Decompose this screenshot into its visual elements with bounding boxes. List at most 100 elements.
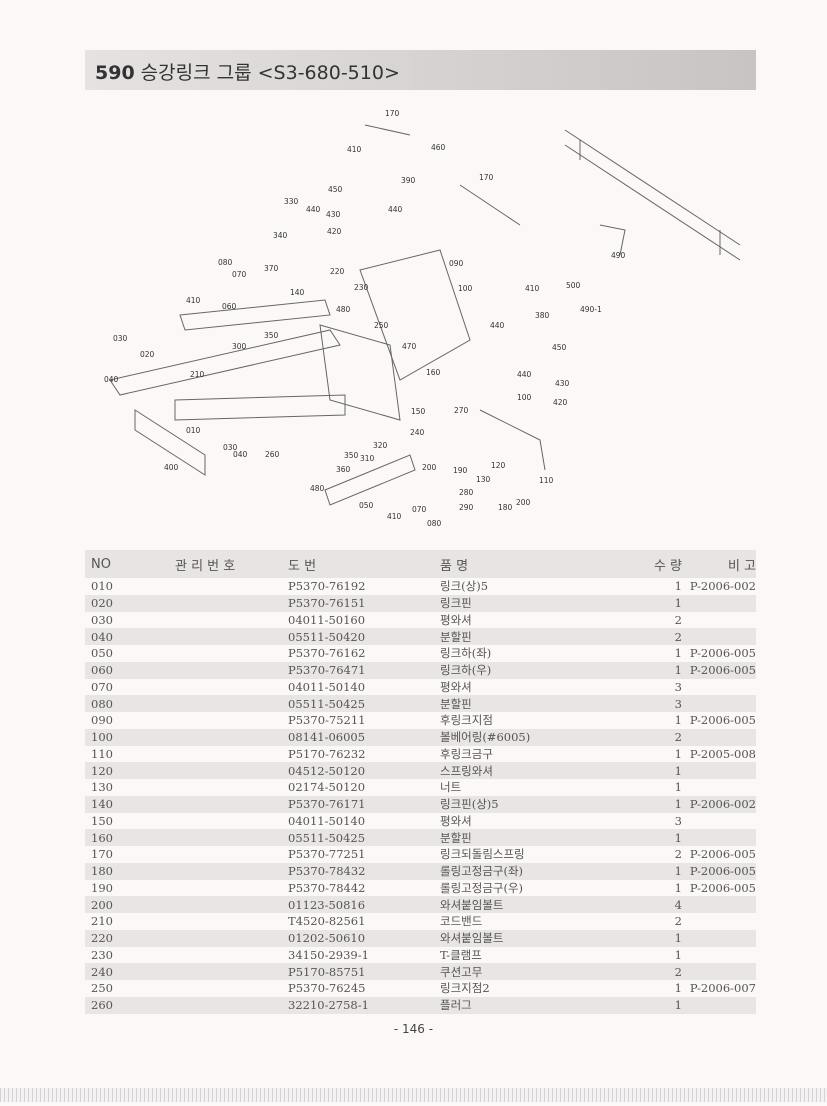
callout-label: 420 [327, 227, 342, 236]
cell-quantity: 3 [674, 813, 682, 828]
callout-label: 320 [373, 441, 388, 450]
callout-label: 050 [359, 501, 374, 510]
cell-drawing-no: 04011-50160 [288, 612, 366, 627]
callout-label: 130 [476, 475, 491, 484]
cell-quantity: 1 [674, 864, 682, 879]
callout-label: 150 [411, 407, 426, 416]
cell-no: 200 [91, 897, 113, 912]
cell-drawing-no: P5370-75211 [288, 713, 366, 728]
cell-part-name: 후링크지점 [440, 713, 493, 728]
callout-label: 490-1 [580, 305, 602, 314]
cell-part-name: 평와셔 [440, 612, 472, 627]
cell-drawing-no: P5370-78442 [288, 880, 366, 895]
cell-quantity: 1 [674, 746, 682, 761]
callout-label: 080 [218, 258, 233, 267]
cell-part-name: 링크지점2 [440, 981, 490, 996]
cell-quantity: 2 [674, 629, 682, 644]
cell-no: 150 [91, 813, 113, 828]
cell-drawing-no: P5370-77251 [288, 847, 366, 862]
callout-label: 210 [190, 370, 205, 379]
callout-label: 280 [459, 488, 474, 497]
cell-drawing-no: 04011-50140 [288, 679, 366, 694]
cell-quantity: 1 [674, 663, 682, 678]
cell-remarks: P-2006-005 [689, 880, 756, 895]
callout-label: 450 [552, 343, 567, 352]
cell-drawing-no: P5170-85751 [288, 964, 366, 979]
callout-label: 200 [516, 498, 531, 507]
cell-quantity: 1 [674, 763, 682, 778]
cell-no: 100 [91, 730, 113, 745]
callout-label: 030 [113, 334, 128, 343]
cell-drawing-no: P5370-76245 [288, 981, 366, 996]
callout-label: 450 [328, 185, 343, 194]
cell-no: 160 [91, 830, 113, 845]
callout-label: 070 [412, 505, 427, 514]
section-number: 590 [95, 62, 135, 84]
cell-drawing-no: 32210-2758-1 [288, 998, 369, 1013]
header-management-no: 관 리 번 호 [175, 558, 236, 574]
cell-drawing-no: 05511-50420 [288, 629, 366, 644]
cell-no: 040 [91, 629, 113, 644]
header-part-name: 품 명 [440, 558, 469, 574]
cell-quantity: 1 [674, 646, 682, 661]
cell-drawing-no: 04512-50120 [288, 763, 366, 778]
cell-no: 260 [91, 998, 113, 1013]
cell-part-name: 평와셔 [440, 813, 472, 828]
cell-quantity: 1 [674, 596, 682, 611]
cell-remarks: P-2006-005 [689, 847, 756, 862]
cell-no: 250 [91, 981, 113, 996]
callout-label: 440 [388, 205, 403, 214]
cell-part-name: T-클램프 [440, 947, 482, 962]
header-remarks: 비 고 [727, 558, 756, 574]
callout-label: 010 [186, 426, 201, 435]
cell-no: 120 [91, 763, 113, 778]
callout-label: 250 [374, 321, 389, 330]
cell-quantity: 2 [674, 847, 682, 862]
callout-label: 270 [454, 406, 469, 415]
callout-label: 480 [310, 484, 325, 493]
cell-remarks: P-2006-002 [689, 797, 756, 812]
cell-drawing-no: 34150-2939-1 [288, 947, 369, 962]
cell-quantity: 1 [674, 998, 682, 1013]
callout-label: 120 [491, 461, 506, 470]
cell-drawing-no: P5370-76192 [288, 579, 366, 594]
callout-label: 090 [449, 259, 464, 268]
cell-quantity: 1 [674, 947, 682, 962]
table-header: NO 관 리 번 호 도 번 품 명 수 량 비 고 [85, 550, 756, 578]
cell-part-name: 쿠션고무 [440, 964, 483, 979]
diagram-drawing [109, 124, 741, 506]
callout-label: 350 [264, 331, 279, 340]
callout-label: 500 [566, 281, 581, 290]
cell-quantity: 1 [674, 780, 682, 795]
callout-label: 330 [284, 197, 299, 206]
cell-drawing-no: P5370-76171 [288, 797, 366, 812]
callout-label: 440 [517, 370, 532, 379]
cell-no: 190 [91, 880, 113, 895]
cell-quantity: 2 [674, 964, 682, 979]
cell-no: 080 [91, 696, 113, 711]
cell-part-name: 링크핀 [440, 596, 472, 611]
callout-label: 410 [525, 284, 540, 293]
cell-drawing-no: P5370-76471 [288, 663, 366, 678]
cell-quantity: 1 [674, 830, 682, 845]
cell-part-name: 평와셔 [440, 679, 472, 694]
callout-label: 180 [498, 503, 513, 512]
callout-label: 410 [186, 296, 201, 305]
callout-label: 390 [401, 176, 416, 185]
header-drawing-no: 도 번 [288, 558, 317, 574]
cell-quantity: 3 [674, 696, 682, 711]
cell-no: 010 [91, 579, 113, 594]
